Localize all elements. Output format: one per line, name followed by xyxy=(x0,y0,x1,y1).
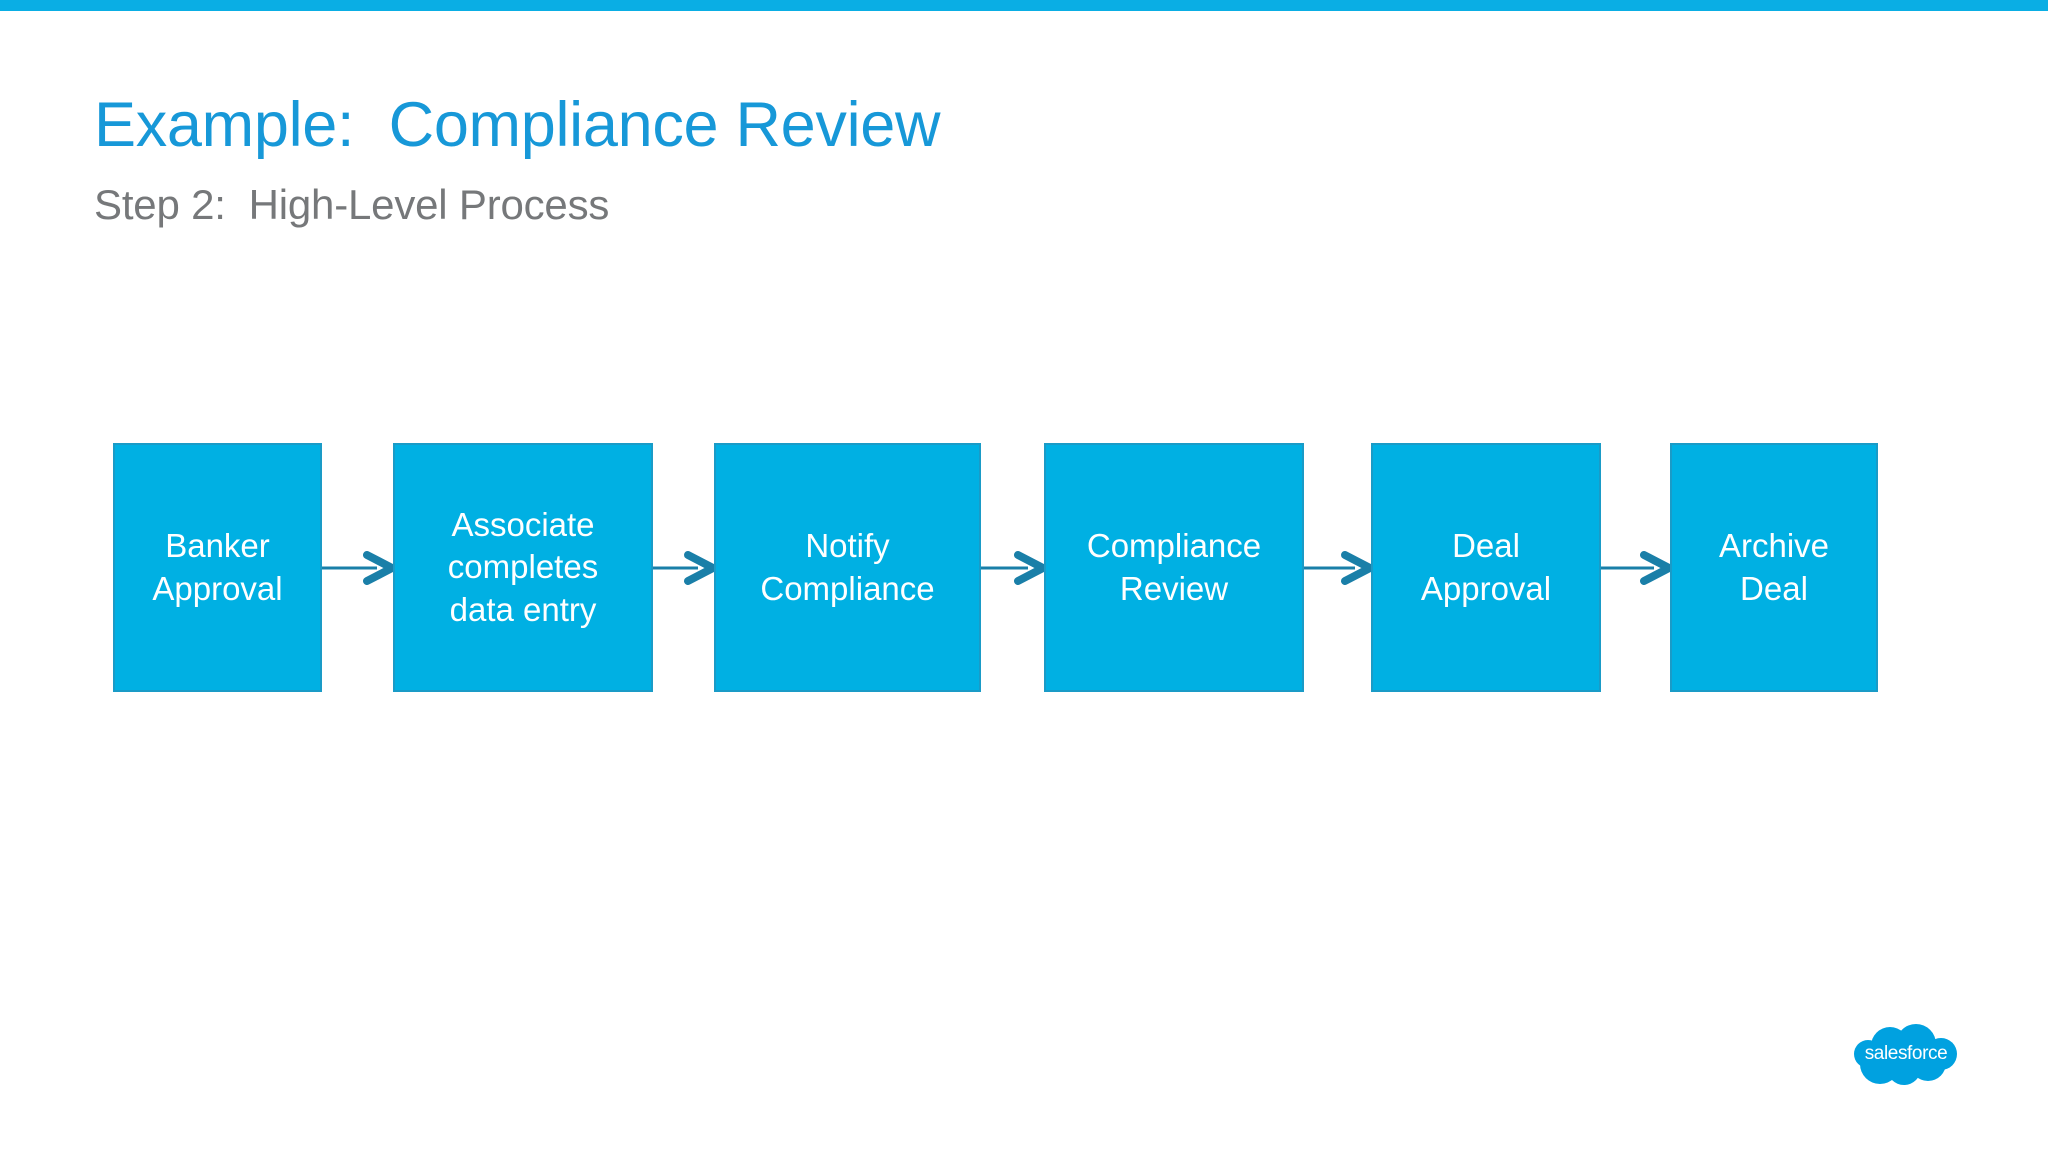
process-step-label: Notify Compliance xyxy=(760,527,935,607)
flow-arrow-3-to-4 xyxy=(981,544,1052,592)
salesforce-cloud-logo: salesforce xyxy=(1846,1018,1966,1098)
process-step-label: Associate completes data entry xyxy=(447,506,599,628)
page-subtitle: Step 2: High-Level Process xyxy=(94,181,610,228)
process-step-1[interactable]: Banker Approval xyxy=(113,443,322,692)
salesforce-wordmark: salesforce xyxy=(1864,1043,1948,1064)
process-step-label: Banker Approval xyxy=(152,527,283,607)
process-step-2[interactable]: Associate completes data entry xyxy=(393,443,653,692)
process-step-5[interactable]: Deal Approval xyxy=(1371,443,1601,692)
cloud-shape xyxy=(1854,1024,1957,1085)
top-accent-bar xyxy=(0,0,2048,11)
page-title: Example: Compliance Review xyxy=(94,90,941,160)
process-step-3[interactable]: Notify Compliance xyxy=(714,443,981,692)
process-step-label: Deal Approval xyxy=(1420,527,1552,607)
process-step-6[interactable]: Archive Deal xyxy=(1670,443,1878,692)
process-step-label: Archive Deal xyxy=(1718,527,1830,607)
process-step-label: Compliance Review xyxy=(1086,527,1262,607)
flow-arrow-1-to-2 xyxy=(322,544,401,592)
flow-arrow-4-to-5 xyxy=(1304,544,1379,592)
process-step-4[interactable]: Compliance Review xyxy=(1044,443,1304,692)
flow-arrow-2-to-3 xyxy=(653,544,722,592)
flow-arrow-5-to-6 xyxy=(1601,544,1678,592)
